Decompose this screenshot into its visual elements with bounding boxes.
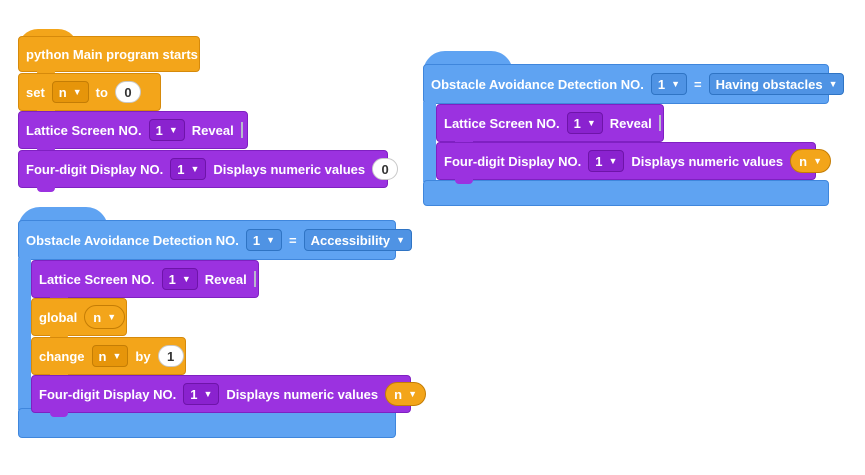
caret-down-icon: ▼ [396,235,406,245]
set-value-input[interactable]: 0 [114,81,141,103]
sensor-number-dropdown[interactable]: 1▼ [650,73,688,95]
lattice-label: Lattice Screen NO. [444,115,560,131]
display-action-label: Displays numeric values [213,161,366,177]
lattice-screen-block[interactable]: Lattice Screen NO. 1▼ Reveal [31,260,259,302]
lattice-label: Lattice Screen NO. [26,122,142,138]
display-number-dropdown[interactable]: 1▼ [183,383,220,405]
display-label: Four-digit Display NO. [26,161,164,177]
caret-down-icon: ▼ [586,118,596,128]
display-number-dropdown[interactable]: 1▼ [588,150,625,172]
c-block-bottom [18,408,396,438]
global-variable-block[interactable]: global n▼ [31,298,127,340]
by-label: by [135,348,151,364]
c-block-bottom [423,180,829,206]
caret-down-icon: ▼ [112,351,122,361]
set-variable-block[interactable]: set n▼ to 0 [18,73,161,115]
caret-down-icon: ▼ [813,156,823,166]
lattice-number-dropdown[interactable]: 1▼ [161,268,198,290]
global-label: global [39,309,78,325]
display-action-label: Displays numeric values [631,153,784,169]
sensor-number-dropdown[interactable]: 1▼ [245,229,283,251]
state-dropdown[interactable]: Accessibility▼ [303,229,413,251]
caret-down-icon: ▼ [72,87,82,97]
grid-icon[interactable] [240,122,243,138]
to-label: to [95,84,108,100]
caret-down-icon: ▼ [203,389,213,399]
change-variable-dropdown[interactable]: n▼ [91,345,129,367]
display-action-label: Displays numeric values [226,386,379,402]
lattice-screen-block[interactable]: Lattice Screen NO. 1▼ Reveal [436,104,664,146]
global-variable-dropdown[interactable]: n▼ [84,305,126,329]
lattice-label: Lattice Screen NO. [39,271,155,287]
caret-down-icon: ▼ [408,389,418,399]
caret-down-icon: ▼ [190,164,200,174]
obstacle-detection-label: Obstacle Avoidance Detection NO. [26,232,239,248]
set-label: set [26,84,45,100]
c-block-side [423,102,436,182]
change-label: change [39,348,85,364]
caret-down-icon: ▼ [181,274,191,284]
caret-down-icon: ▼ [168,125,178,135]
display-variable-reporter[interactable]: n▼ [790,149,832,173]
display-number-dropdown[interactable]: 1▼ [170,158,207,180]
change-variable-block[interactable]: change n▼ by 1 [31,337,186,379]
change-value-input[interactable]: 1 [157,345,184,367]
caret-down-icon: ▼ [107,312,117,322]
four-digit-display-block[interactable]: Four-digit Display NO. 1▼ Displays numer… [31,375,427,417]
obstacle-detection-label: Obstacle Avoidance Detection NO. [431,76,644,92]
display-label: Four-digit Display NO. [39,386,177,402]
obstacle-detection-having-obstacles-block[interactable]: Obstacle Avoidance Detection NO. 1▼ = Ha… [423,64,845,104]
grid-icon[interactable] [253,271,256,287]
four-digit-display-block[interactable]: Four-digit Display NO. 1▼ Displays numer… [436,142,832,184]
variable-dropdown[interactable]: n▼ [51,81,89,103]
lattice-number-dropdown[interactable]: 1▼ [148,119,185,141]
display-label: Four-digit Display NO. [444,153,582,169]
caret-down-icon: ▼ [828,79,838,89]
caret-down-icon: ▼ [671,79,681,89]
reveal-label: Reveal [609,115,652,131]
grid-icon[interactable] [658,115,661,131]
reveal-label: Reveal [191,122,234,138]
display-value-input[interactable]: 0 [372,158,399,180]
equals-label: = [694,76,702,92]
obstacle-detection-accessibility-block[interactable]: Obstacle Avoidance Detection NO. 1▼ = Ac… [18,220,413,260]
lattice-number-dropdown[interactable]: 1▼ [566,112,603,134]
c-block-side [18,258,31,410]
reveal-label: Reveal [204,271,247,287]
equals-label: = [289,232,297,248]
state-dropdown[interactable]: Having obstacles▼ [708,73,845,95]
display-variable-reporter[interactable]: n▼ [385,382,427,406]
lattice-screen-block[interactable]: Lattice Screen NO. 1▼ Reveal [18,111,248,153]
caret-down-icon: ▼ [266,235,276,245]
main-program-hat-block[interactable]: python Main program starts [18,36,200,76]
four-digit-display-block[interactable]: Four-digit Display NO. 1▼ Displays numer… [18,150,399,192]
caret-down-icon: ▼ [608,156,618,166]
hat-label: python Main program starts [26,46,198,62]
